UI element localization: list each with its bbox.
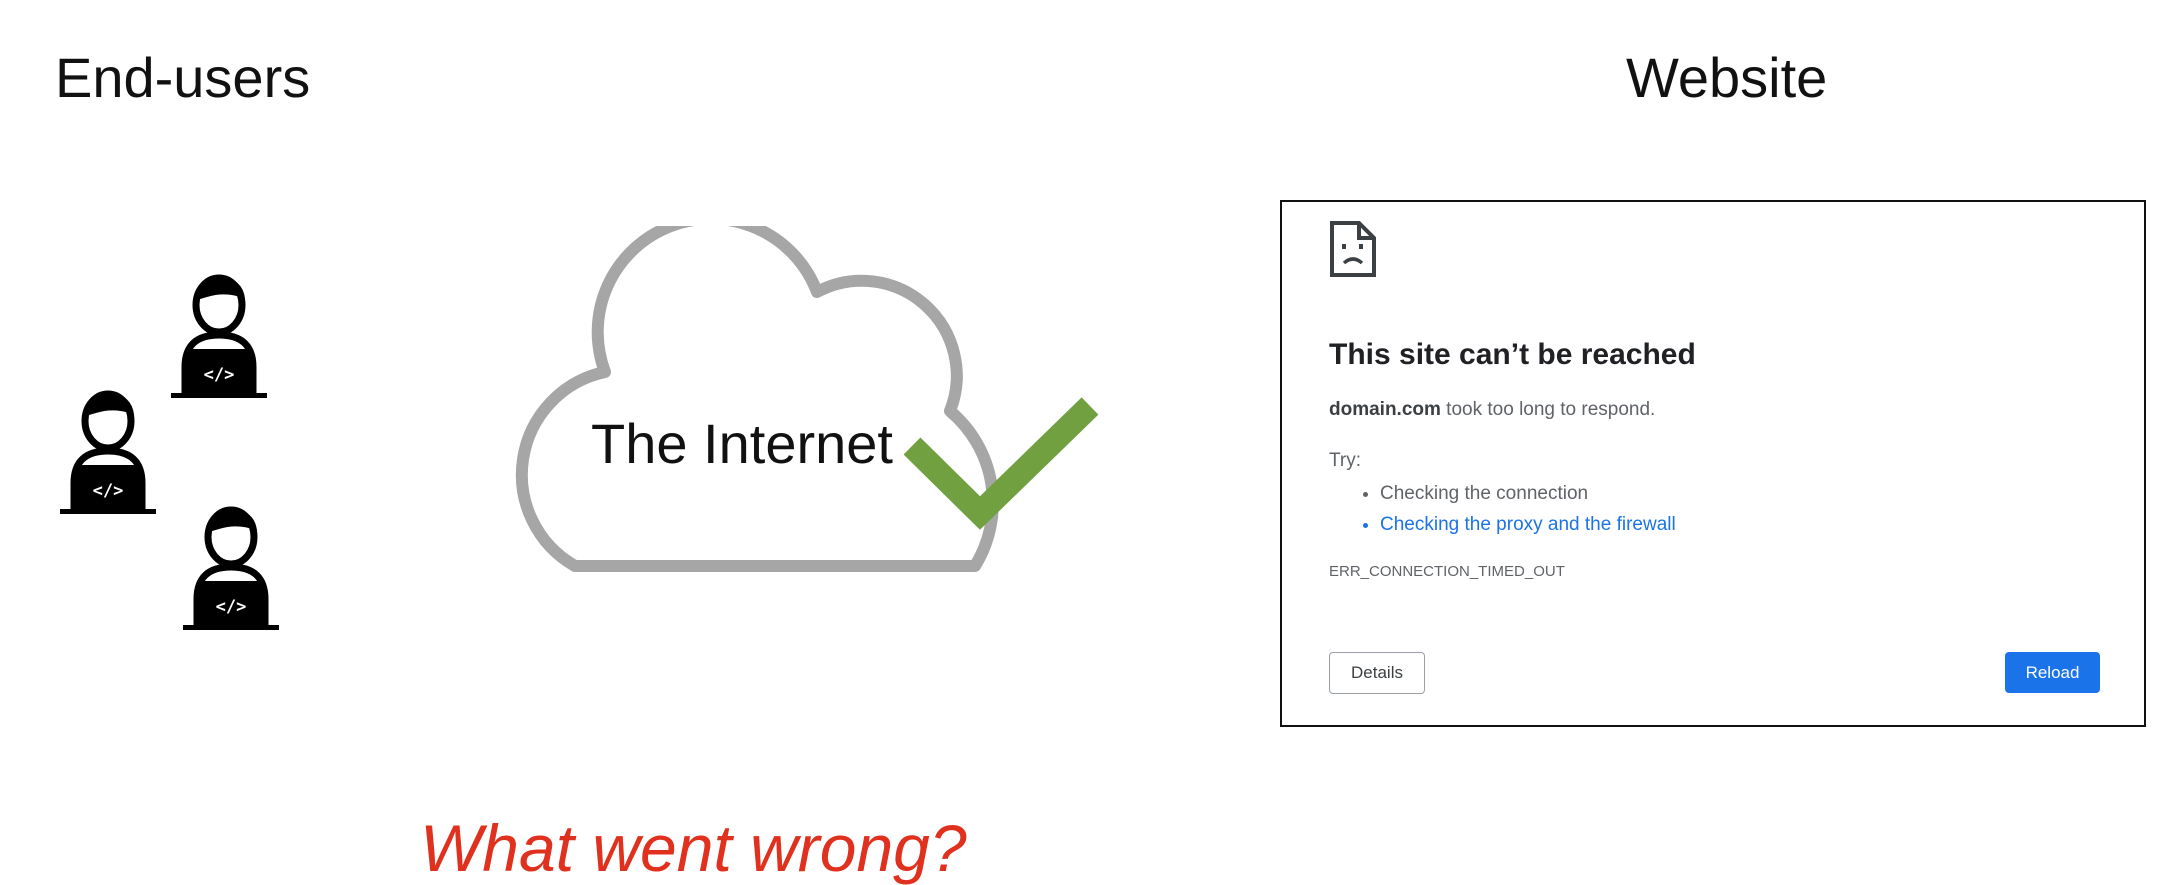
error-description: domain.com took too long to respond. (1329, 399, 1655, 421)
suggestion-item: Checking the connection (1380, 478, 1676, 509)
checkmark-icon (903, 397, 1099, 530)
svg-text:</>: </> (93, 481, 124, 501)
error-title: This site can’t be reached (1329, 338, 1696, 371)
suggestions-list: Checking the connection Checking the pro… (1352, 478, 1676, 540)
error-code: ERR_CONNECTION_TIMED_OUT (1329, 563, 1565, 580)
developer-icon-graphic: </> (60, 390, 156, 514)
developer-icon: </> (165, 265, 273, 399)
error-message: took too long to respond. (1440, 399, 1656, 420)
suggestion-link[interactable]: Checking the proxy and the firewall (1380, 509, 1676, 540)
error-domain: domain.com (1329, 399, 1441, 420)
developer-icon-graphic: </> (183, 506, 279, 630)
website-heading: Website (1626, 46, 1828, 109)
browser-error-page: This site can’t be reached domain.com to… (1280, 200, 2146, 727)
developer-icon: </> (54, 381, 162, 515)
internet-label: The Internet (591, 412, 893, 475)
internet-cloud: The Internet (455, 226, 1105, 576)
svg-text:</>: </> (216, 597, 247, 617)
cloud-icon (515, 226, 999, 572)
try-label: Try: (1329, 450, 1362, 471)
developer-icon: </> (177, 497, 285, 631)
reload-button[interactable]: Reload (2005, 652, 2100, 693)
sad-document-icon (1330, 221, 1376, 277)
developer-icon-graphic: </> (171, 274, 267, 398)
question-text: What went wrong? (420, 811, 967, 885)
details-button[interactable]: Details (1329, 652, 1425, 694)
svg-text:</>: </> (204, 365, 235, 385)
end-users-heading: End-users (55, 46, 311, 109)
